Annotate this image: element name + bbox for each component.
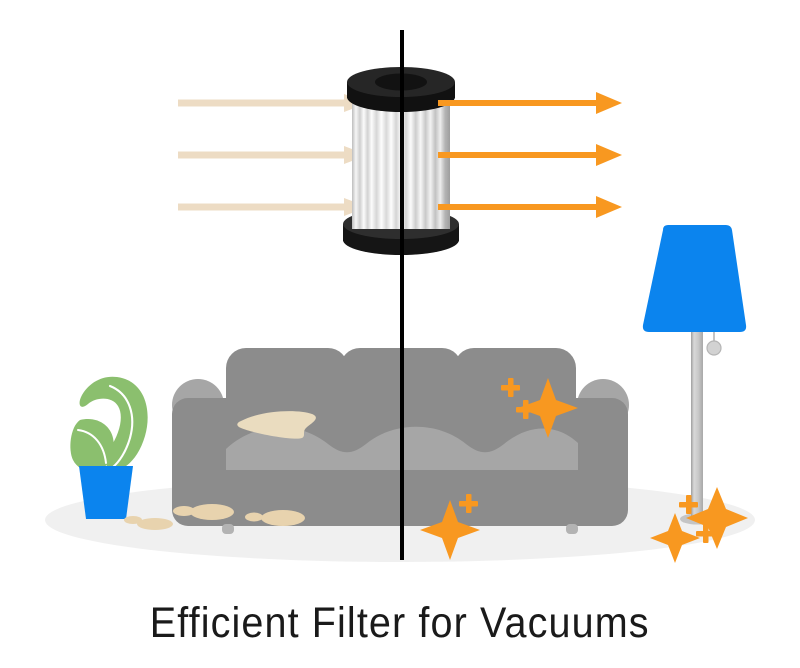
clean-sparkles (420, 378, 748, 563)
clean-air-arrow (438, 196, 622, 218)
sparkle-star (518, 378, 578, 438)
sparkle-plus (501, 378, 520, 397)
dirty-air-arrow (178, 94, 368, 112)
clean-air-arrow (438, 144, 622, 166)
plant-leaf-lower (70, 419, 114, 472)
clean-air-outflow-arrows (438, 92, 622, 218)
sparkle-plus (516, 400, 535, 419)
sparkle-plus (696, 524, 715, 543)
sofa-leg-left (222, 524, 234, 534)
plant-pot (79, 466, 133, 519)
caption-bar: Efficient Filter for Vacuums (0, 578, 800, 668)
dirty-air-inflow-arrows (178, 94, 368, 216)
sparkle-star (420, 500, 480, 560)
plant-leaf-upper (79, 376, 148, 471)
lamp-pull-cord (706, 332, 722, 356)
floor-lamp (642, 225, 747, 525)
clean-air-arrow (438, 92, 622, 114)
sparkle-star (686, 487, 748, 549)
potted-plant (70, 376, 148, 519)
sofa-leg-right (566, 524, 578, 534)
comparison-divider-line (400, 30, 404, 560)
scene-graphic (45, 30, 755, 563)
lamp-shade (642, 225, 747, 332)
sparkle-star (650, 513, 700, 563)
floor-dust-specks (124, 504, 305, 530)
dirty-air-arrow (178, 198, 368, 216)
dirty-air-arrow (178, 146, 368, 164)
page-title: Efficient Filter for Vacuums (150, 598, 650, 647)
sparkle-plus (679, 495, 698, 514)
sparkle-plus (459, 494, 478, 513)
lamp-pole (691, 330, 703, 520)
sofa-dirt-stain (237, 411, 316, 439)
